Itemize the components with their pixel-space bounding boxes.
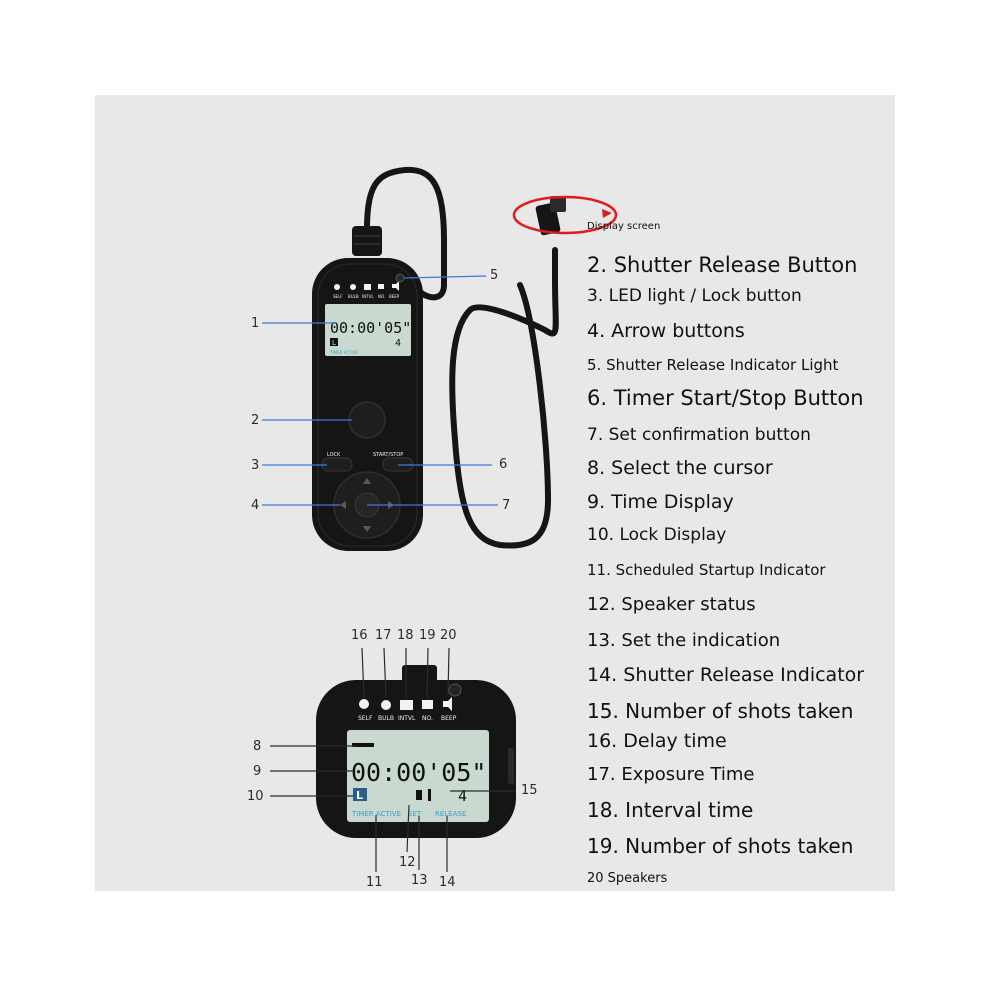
top-lcd-time: 00:00'05" xyxy=(330,319,411,337)
callout-5: 5 xyxy=(490,268,499,283)
callout-17: 17 xyxy=(375,628,392,643)
detail-intvl-label: INTVL xyxy=(398,715,416,722)
callout-11: 11 xyxy=(366,875,383,890)
mode-bulb-label: BULB xyxy=(348,294,359,299)
top-lcd-count: 4 xyxy=(395,338,401,349)
top-lcd: 00:00'05" L 4 TIMER ACTIVE xyxy=(325,304,411,356)
detail-self-label: SELF xyxy=(358,715,373,722)
detail-lcd-count: 4 xyxy=(458,787,467,805)
detail-lcd-status-mid: SET xyxy=(408,810,422,818)
mode-beep-label: BEEP xyxy=(389,294,400,299)
legend-item: 9. Time Display xyxy=(587,491,734,513)
callout-15: 15 xyxy=(521,783,538,798)
mode-intvl-label: INTVL xyxy=(362,294,374,299)
callout-9: 9 xyxy=(253,764,262,779)
cable-connector xyxy=(535,196,566,236)
detail-lcd-status-right: RELEASE xyxy=(435,810,466,818)
legend-item: 2. Shutter Release Button xyxy=(587,253,858,277)
callout-8: 8 xyxy=(253,739,262,754)
legend-item: 10. Lock Display xyxy=(587,525,727,545)
legend-item: 16. Delay time xyxy=(587,730,727,752)
legend-item: 18. Interval time xyxy=(587,798,754,822)
detail-lcd-status-left: TIMER ACTIVE xyxy=(351,810,401,818)
strain-relief xyxy=(352,226,382,256)
mode-icon-row xyxy=(334,281,399,291)
callout-12: 12 xyxy=(399,855,416,870)
callout-6: 6 xyxy=(499,457,508,472)
callout-14: 14 xyxy=(439,875,456,890)
callout-3: 3 xyxy=(251,458,260,473)
callout-10: 10 xyxy=(247,789,264,804)
detail-beep-label: BEEP xyxy=(441,715,457,722)
legend-item: 20 Speakers xyxy=(587,871,668,886)
legend-item: 4. Arrow buttons xyxy=(587,320,745,342)
detail-lcd: 00:00'05" L 4 TIMER ACTIVE SET RELEASE xyxy=(347,730,489,822)
top-lcd-status: TIMER ACTIVE xyxy=(329,350,358,355)
detail-no-label: NO. xyxy=(422,715,433,722)
detail-lcd-time: 00:00'05" xyxy=(351,758,486,787)
legend-item: 6. Timer Start/Stop Button xyxy=(587,386,864,410)
legend-item: 7. Set confirmation button xyxy=(587,425,811,445)
mode-icon-labels: SELF BULB INTVL NO. BEEP xyxy=(333,294,400,299)
legend-item: 3. LED light / Lock button xyxy=(587,286,802,306)
legend-item: 15. Number of shots taken xyxy=(587,699,854,723)
callout-7: 7 xyxy=(502,498,511,513)
callout-1: 1 xyxy=(251,316,260,331)
callout-20: 20 xyxy=(440,628,457,643)
mode-self-label: SELF xyxy=(333,294,343,299)
legend-item: 8. Select the cursor xyxy=(587,457,773,479)
detail-mode-labels: SELF BULB INTVL NO. BEEP xyxy=(358,715,457,722)
legend-item: 13. Set the indication xyxy=(587,630,781,651)
remote-button-labels: LOCK START/STOP xyxy=(327,452,403,458)
display-screen-caption: Display screen xyxy=(587,221,661,232)
top-leader-lines xyxy=(262,275,498,506)
legend-item: 11. Scheduled Startup Indicator xyxy=(587,561,826,579)
callout-16: 16 xyxy=(351,628,368,643)
detail-mode-icons xyxy=(359,697,452,711)
legend-item: 19. Number of shots taken xyxy=(587,834,854,858)
legend-item: 12. Speaker status xyxy=(587,594,756,615)
top-lcd-lock: L xyxy=(332,339,336,347)
lock-button-label: LOCK xyxy=(327,452,341,458)
display-highlight-ring xyxy=(512,195,618,235)
mode-no-label: NO. xyxy=(378,294,385,299)
legend-item: 5. Shutter Release Indicator Light xyxy=(587,356,839,374)
remote-cable xyxy=(363,166,559,549)
legend-item: 17. Exposure Time xyxy=(587,764,755,785)
shutter-indicator-light xyxy=(395,273,405,283)
callout-2: 2 xyxy=(251,413,260,428)
callout-18: 18 xyxy=(397,628,414,643)
shutter-release-button xyxy=(348,401,386,439)
detail-lcd-lock: L xyxy=(356,789,363,802)
detail-bulb-label: BULB xyxy=(378,715,394,722)
callout-4: 4 xyxy=(251,498,260,513)
start-stop-button-label: START/STOP xyxy=(373,452,403,458)
legend-item: 14. Shutter Release Indicator xyxy=(587,664,865,686)
detail-indicator-light xyxy=(448,683,462,697)
callout-19: 19 xyxy=(419,628,436,643)
callout-13: 13 xyxy=(411,873,428,888)
display-highlight-arrow xyxy=(602,209,612,218)
bottom-leader-lines xyxy=(270,647,516,872)
